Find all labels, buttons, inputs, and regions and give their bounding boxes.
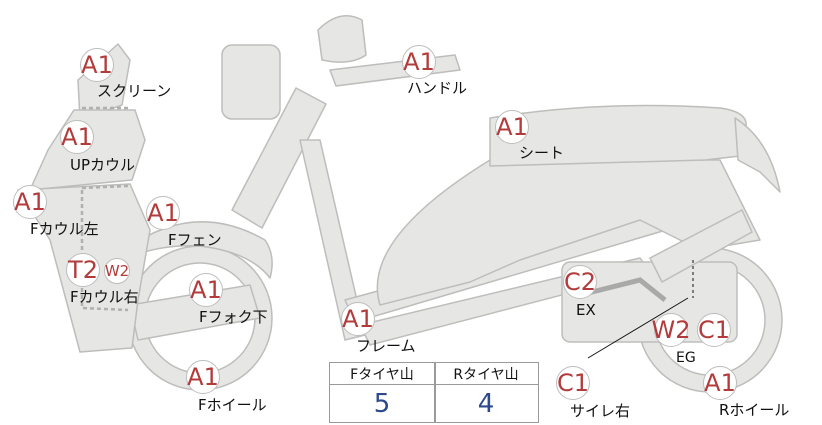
f-wheel-code: A1 [187,363,219,391]
seat-label: シート [519,144,565,162]
silencer-right-code: C1 [556,369,590,397]
eg-label: EG [676,350,696,366]
f-fork-lower-code: A1 [190,276,222,304]
f-cowl-right-label: Fカウル右 [70,288,139,306]
table-divider [434,363,436,422]
tread-depth-table: Fタイヤ山 Rタイヤ山 5 4 [329,362,539,423]
cowl-divider-dash [81,184,129,190]
handle-label: ハンドル [407,79,468,97]
r-wheel-badge[interactable]: A1 [703,366,737,400]
frame-code: A1 [342,305,374,333]
f-cowl-right-badge-2[interactable]: W2 [104,258,130,284]
f-cowl-left-badge[interactable]: A1 [13,185,47,219]
ex-code: C2 [563,268,597,296]
silencer-right-badge[interactable]: C1 [556,366,590,400]
up-cowl-code: A1 [61,123,93,151]
mirror-shape [317,15,367,63]
eg-code: W2 [651,316,691,344]
engine-shape [561,261,738,343]
seat-badge[interactable]: A1 [495,110,529,144]
f-cowl-left-code: A1 [14,188,46,216]
ex-badge[interactable]: C2 [563,265,597,299]
ex-label: EX [576,301,596,319]
rear-tread-value: 4 [477,388,495,419]
steering-column-shape [231,87,327,229]
eg-code-2: C1 [697,316,731,344]
seat-code: A1 [496,113,528,141]
screen-code: A1 [81,51,113,79]
eg-badge[interactable]: W2 [651,313,691,347]
f-fender-badge[interactable]: A1 [146,196,180,230]
eg-pointer-line [587,297,689,359]
screen-label: スクリーン [97,82,172,100]
f-cowl-right-code: T2 [68,256,98,284]
f-fork-lower-badge[interactable]: A1 [189,273,223,307]
frame-badge[interactable]: A1 [341,302,375,336]
front-tread-value: 5 [373,388,391,419]
rear-tread-header: Rタイヤ山 [434,363,538,385]
f-fork-lower-label: Fフォク下 [199,308,268,326]
tail-shape [734,117,781,193]
handle-code: A1 [403,48,435,76]
exhaust-pipe-shape [579,277,667,302]
front-tread-header: Fタイヤ山 [330,363,434,385]
f-fender-code: A1 [147,199,179,227]
up-cowl-badge[interactable]: A1 [60,120,94,154]
headlight-shape [221,44,281,120]
frame-label: フレーム [356,337,416,355]
f-cowl-right-badge[interactable]: T2 [66,253,100,287]
cowl-side-dash [80,190,129,312]
f-cowl-right-code-2: W2 [104,261,130,280]
f-wheel-label: Fホイール [198,396,267,414]
front-fender-shape [127,221,273,279]
handle-badge[interactable]: A1 [402,45,436,79]
silencer-right-label: サイレ右 [570,402,631,420]
f-fender-label: Fフェン [168,231,222,249]
f-cowl-left-label: Fカウル左 [30,220,99,238]
body-shape [376,159,761,306]
r-wheel-label: Rホイール [719,401,790,419]
seat-shape [489,104,747,167]
up-cowl-label: UPカウル [70,156,136,174]
silencer-shape [649,209,753,283]
r-wheel-code: A1 [704,369,736,397]
screen-badge[interactable]: A1 [80,48,114,82]
eg-badge-2[interactable]: C1 [697,313,731,347]
f-wheel-badge[interactable]: A1 [186,360,220,394]
